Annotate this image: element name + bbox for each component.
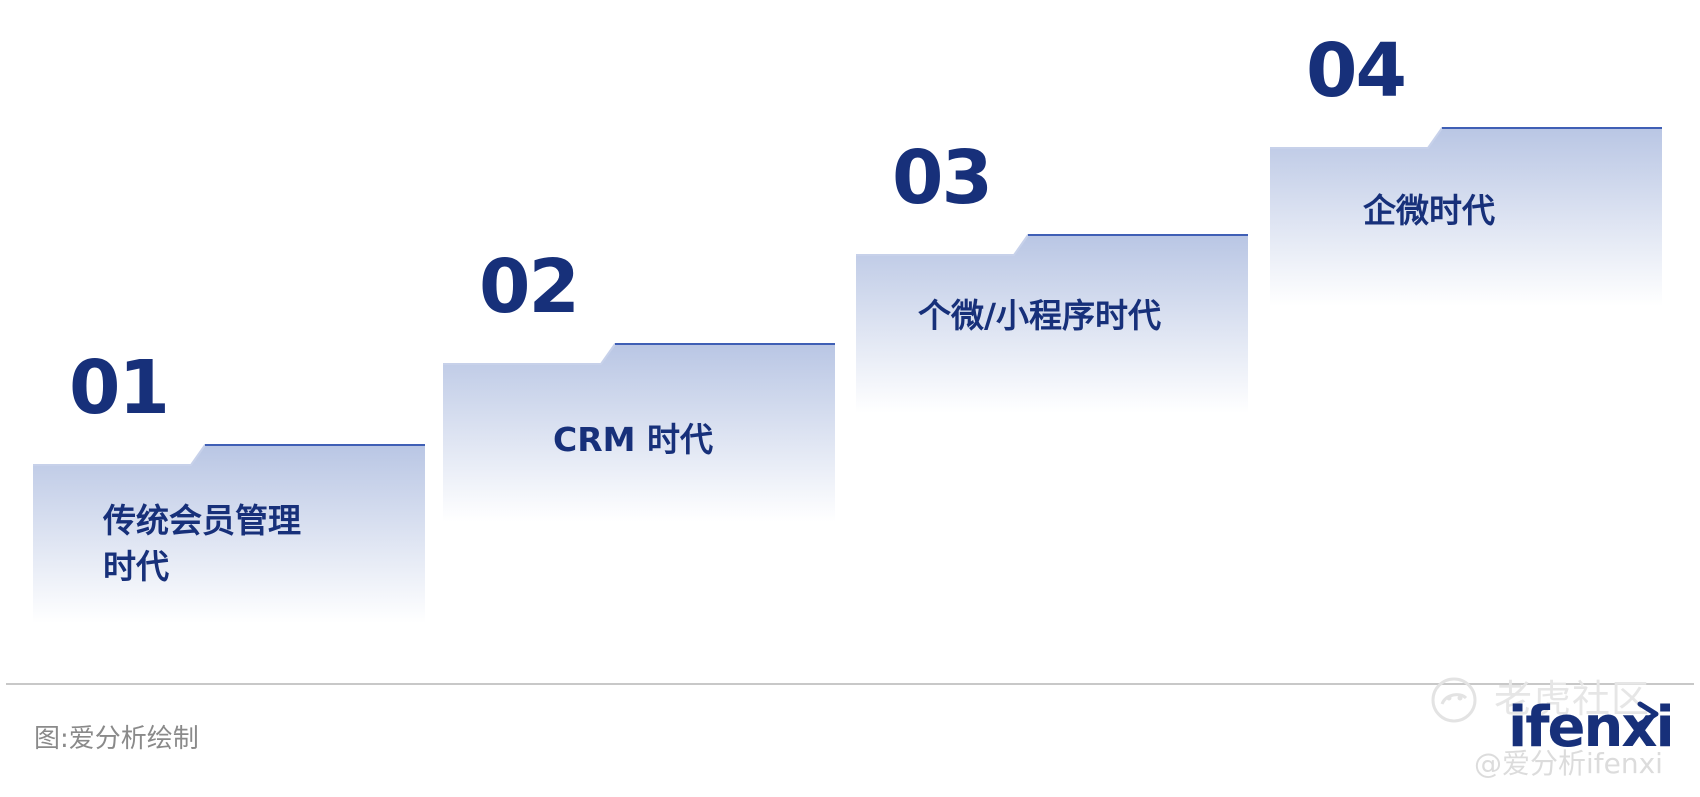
step-label: 企微时代 (1363, 188, 1495, 234)
step-panel (856, 234, 1248, 413)
tiger-icon (1431, 677, 1477, 723)
step-label: 个微/小程序时代 (918, 293, 1161, 339)
step-01: 01 传统会员管理 时代 (33, 351, 425, 623)
platform-watermark: 老虎社区 (1494, 677, 1651, 721)
arrow-icon (1637, 701, 1659, 727)
divider-line (6, 683, 1694, 685)
step-label-line: 传统会员管理 (103, 501, 301, 540)
step-label-line: 时代 (103, 547, 169, 586)
step-number: 02 (479, 244, 580, 330)
step-04: 04 企微时代 (1270, 34, 1662, 306)
step-label-line: 企微时代 (1363, 191, 1495, 230)
step-label-line: 个微/小程序时代 (918, 296, 1162, 335)
step-02: 02 CRM 时代 (443, 250, 835, 522)
figure-caption: 图:爱分析绘制 (34, 724, 199, 754)
step-03: 03 个微/小程序时代 (856, 141, 1248, 413)
step-panel (33, 444, 425, 623)
step-panel (1270, 127, 1662, 306)
step-number: 01 (69, 345, 170, 431)
step-label-line: CRM 时代 (553, 420, 713, 459)
step-panel (443, 343, 835, 522)
attribution-watermark: @爱分析ifenxi (1474, 747, 1663, 780)
step-label: 传统会员管理 时代 (103, 498, 301, 590)
step-number: 04 (1306, 28, 1407, 114)
step-label: CRM 时代 (553, 417, 713, 463)
step-number: 03 (892, 135, 993, 221)
